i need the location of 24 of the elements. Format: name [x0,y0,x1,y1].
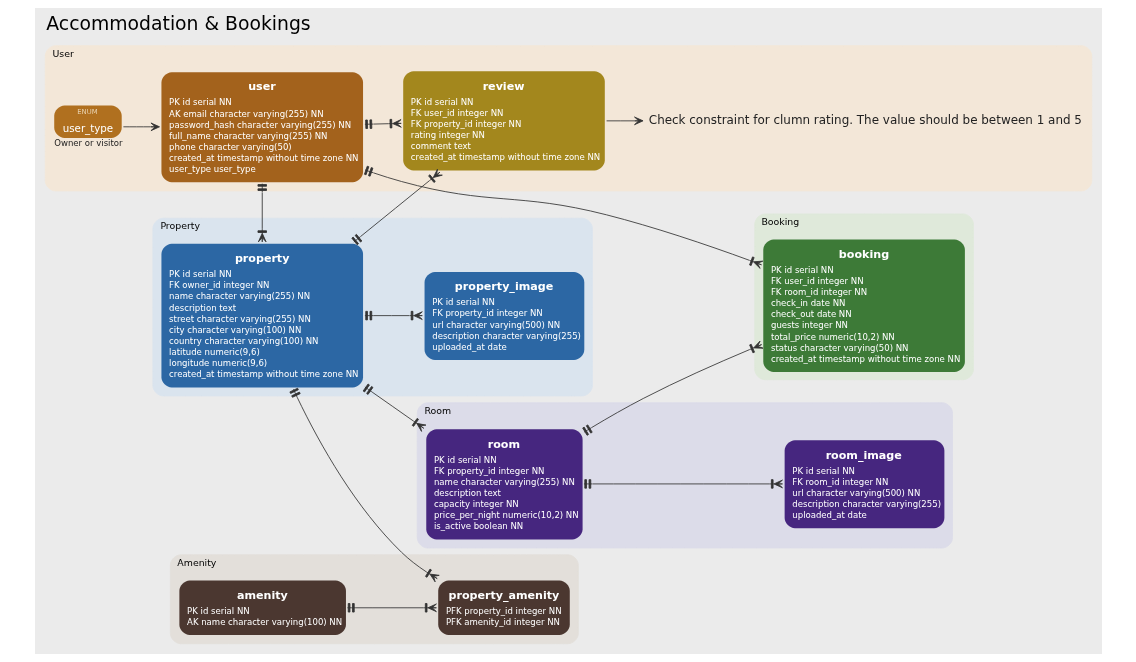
connector [257,183,267,243]
node-text: Check constraint for clumn rating. The value should be between 1 and 5 [648,113,1082,128]
node-box: room_image PK id serial NN FK room_id integer NN url character varying(500) NN description character varying(255) uploaded_at date [784,440,944,529]
connector [288,387,440,583]
connector [346,603,437,613]
node-box: room PK id serial NN FK property_id integer NN name character varying(255) NN description text capacity integer NN price_per_night numeric(10,2) NN is_active boolean NN [425,429,583,540]
connector [362,383,426,432]
node-box: property PK id serial NN FK owner_id integer NN name character varying(255) NN description text street character varying(255) NN city character varying(100) NN country character varying(100) NN latitude numeric(9,6) longitude numeric(9,6) created_at timestamp without time zone NN [160,243,363,388]
diagram-title: Accommodation & Bookings [45,12,311,34]
node-label: Owner or visitor [53,138,123,149]
node-box: review PK id serial NN FK user_id integer NN FK property_id integer NN rating integer NN comment text created_at timestamp without time zone NN [402,71,605,171]
node-box: booking PK id serial NN FK user_id integer NN FK room_id integer NN check_in date NN check_out date NN guests integer NN total_price numeric(10,2) NN status character varying(50) NN created_at timestamp without time zone NN [762,239,965,372]
connector [583,479,783,489]
connector [363,165,763,269]
arrow [605,116,643,126]
connector [363,118,402,129]
connector [350,168,443,246]
connector [363,310,423,321]
arrow [122,122,160,132]
node-box: property_image PK id serial NN FK property_id integer NN url character varying(500) NN description character varying(255) uploaded_at date [424,272,584,361]
connector [581,340,763,436]
node-box: amenity PK id serial NN AK name character varying(100) NN [178,580,346,636]
node-box: user PK id serial NN AK email character varying(255) NN password_hash character varying(255) NN full_name character varying(255) NN phone character varying(50) created_at timestamp without time zone NN user_type user_type [160,72,363,183]
node-box: property_amenity PFK property_id integer NN PFK amenity_id integer NN [437,580,570,636]
